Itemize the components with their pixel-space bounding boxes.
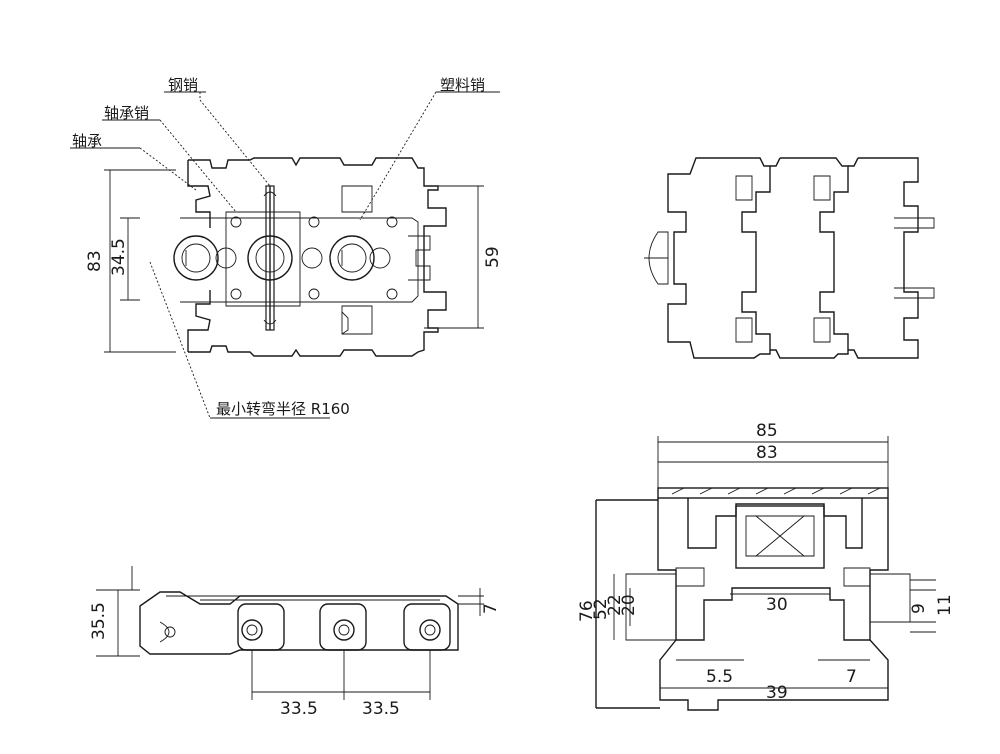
dim-83-left: 83 xyxy=(85,250,105,272)
bearing-label: 轴承 xyxy=(72,132,102,150)
plastic-pin-label: 塑料销 xyxy=(440,76,485,94)
dim-83-end: 83 xyxy=(756,443,778,463)
dim-35-5: 35.5 xyxy=(89,602,109,640)
steel-pin-label: 钢销 xyxy=(168,76,198,94)
dim-5-5: 5.5 xyxy=(706,667,733,687)
end-view xyxy=(595,436,936,711)
link-plan-view xyxy=(644,157,935,359)
dim-39: 39 xyxy=(766,683,788,703)
dim-20: 20 xyxy=(619,594,639,616)
min-radius-label: 最小转弯半径 R160 xyxy=(216,400,350,418)
dim-59-right: 59 xyxy=(483,246,503,268)
dim-7-side: 7 xyxy=(481,603,501,614)
bearing-pin-label: 轴承销 xyxy=(104,104,149,122)
dim-11: 11 xyxy=(935,594,955,616)
dim-76: 76 xyxy=(577,600,597,622)
dim-22: 22 xyxy=(605,594,625,616)
side-view xyxy=(96,566,484,700)
dim-34-5-left: 34.5 xyxy=(109,238,129,276)
dim-85: 85 xyxy=(756,421,778,441)
dim-33-5-a: 33.5 xyxy=(280,699,318,719)
dim-7-end: 7 xyxy=(846,667,857,687)
dim-52: 52 xyxy=(591,598,611,620)
dim-30: 30 xyxy=(766,595,788,615)
dim-33-5-b: 33.5 xyxy=(362,699,400,719)
dim-9: 9 xyxy=(909,603,929,614)
plan-view xyxy=(70,91,500,419)
